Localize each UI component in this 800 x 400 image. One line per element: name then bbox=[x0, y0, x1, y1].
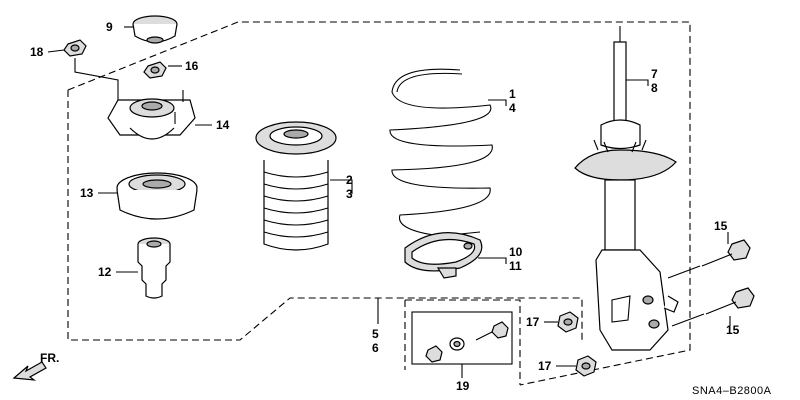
part-10-11-spring-isolator bbox=[404, 232, 483, 279]
label-1: 1 bbox=[509, 87, 516, 101]
leader-lines bbox=[47, 26, 731, 378]
part-18-nut bbox=[63, 39, 87, 57]
label-17-lower: 17 bbox=[538, 359, 552, 373]
label-15-upper: 15 bbox=[714, 219, 728, 233]
part-15-bolt-lower bbox=[671, 287, 755, 327]
part-17-nut-lower bbox=[575, 355, 597, 377]
part-19-hardware-set bbox=[425, 321, 509, 363]
label-19: 19 bbox=[456, 379, 470, 393]
diagram-code: SNA4–B2800A bbox=[692, 385, 772, 397]
label-8: 8 bbox=[651, 81, 658, 95]
hardware-group-boundary bbox=[404, 299, 521, 385]
label-10: 10 bbox=[509, 245, 523, 259]
part-16-nut bbox=[143, 61, 167, 79]
label-15-lower: 15 bbox=[726, 323, 740, 337]
label-11: 11 bbox=[509, 259, 522, 273]
part-13-spring-seat bbox=[116, 172, 198, 220]
label-9: 9 bbox=[106, 20, 113, 34]
part-9-cap bbox=[132, 15, 178, 44]
part-1-4-coil-spring bbox=[389, 68, 493, 237]
label-14: 14 bbox=[216, 118, 230, 132]
label-17-upper: 17 bbox=[526, 315, 540, 329]
part-labels: 9 18 16 14 13 12 2 3 1 4 10 11 7 8 15 15… bbox=[30, 20, 740, 393]
label-2: 2 bbox=[346, 173, 353, 187]
part-17-nut-upper bbox=[557, 311, 579, 333]
label-3: 3 bbox=[346, 187, 353, 201]
label-6: 6 bbox=[372, 341, 379, 355]
label-13: 13 bbox=[80, 186, 94, 200]
label-4: 4 bbox=[509, 101, 516, 115]
front-label: FR. bbox=[40, 351, 59, 365]
label-16: 16 bbox=[185, 59, 199, 73]
part-12-bump-stop bbox=[137, 237, 171, 299]
label-7: 7 bbox=[651, 67, 658, 81]
part-15-bolt-upper bbox=[667, 239, 751, 279]
label-5: 5 bbox=[372, 327, 379, 341]
part-2-3-dust-boot bbox=[255, 121, 337, 251]
part-7-8-strut bbox=[574, 26, 679, 351]
label-18: 18 bbox=[30, 45, 44, 59]
assembly-boundary bbox=[67, 21, 691, 386]
front-direction-arrow: FR. bbox=[12, 351, 59, 381]
part-14-strut-mount bbox=[107, 88, 196, 140]
label-12: 12 bbox=[98, 265, 112, 279]
